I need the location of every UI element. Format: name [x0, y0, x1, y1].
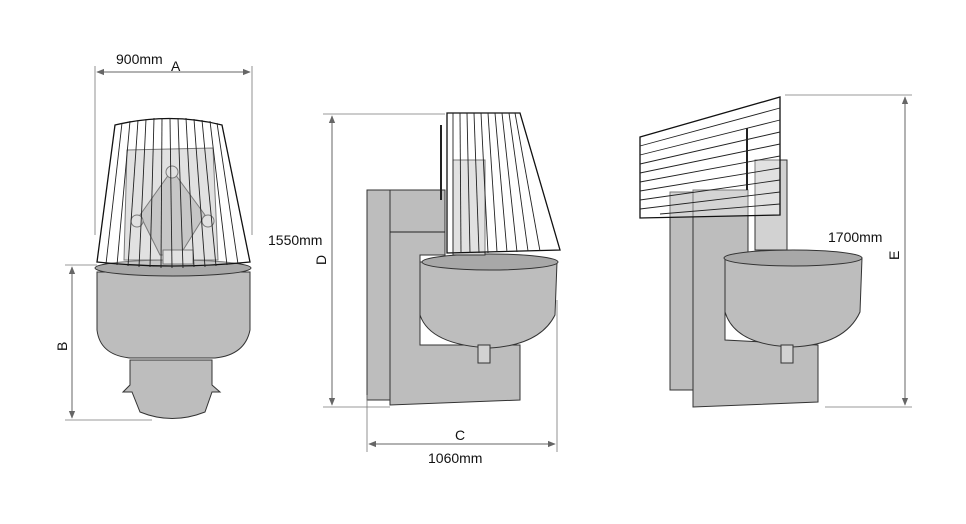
- dimension-d-label: D: [313, 255, 329, 265]
- side-guard: [446, 112, 561, 254]
- dimension-c-label: C: [455, 427, 465, 443]
- dimension-a-label: A: [171, 58, 181, 74]
- side-back-column: [366, 189, 392, 401]
- open-guard-view: 1700mm E: [639, 94, 912, 408]
- front-view: 900mm A B: [54, 51, 253, 421]
- dimension-a-value: 900mm: [116, 51, 163, 67]
- dimension-e-label: E: [886, 251, 902, 260]
- side-view: 1550mm D C 1060mm: [268, 112, 561, 466]
- open-guard: [639, 96, 781, 219]
- dimension-c-value: 1060mm: [428, 450, 482, 466]
- front-bowl: [96, 271, 251, 359]
- dimension-d-value: 1550mm: [268, 232, 322, 248]
- dimension-e-value: 1700mm: [828, 229, 882, 245]
- front-base: [121, 359, 222, 419]
- open-bowl: [724, 257, 863, 348]
- side-bowl: [419, 261, 558, 349]
- dimension-b-label: B: [54, 342, 70, 351]
- open-back-column: [669, 191, 695, 391]
